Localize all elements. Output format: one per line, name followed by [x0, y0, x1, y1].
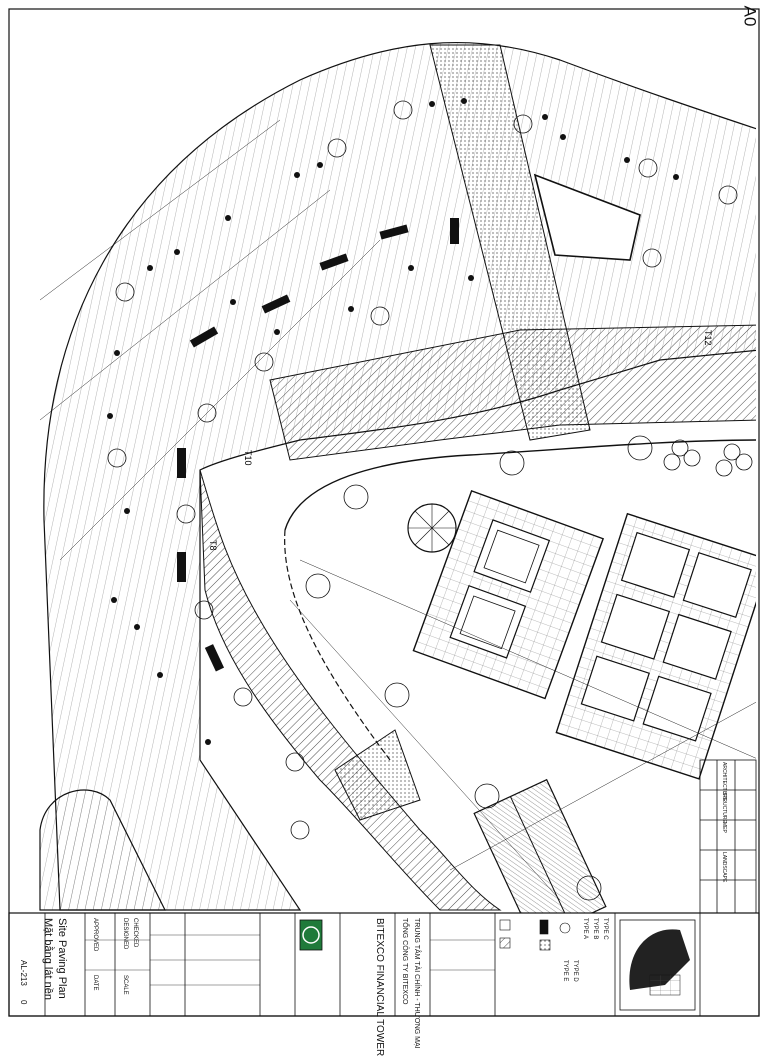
tb-label: SCALE: [122, 975, 128, 995]
client-name-vi: TỔNG CÔNG TY BITEXCO: [401, 918, 408, 1005]
revision-row: LANDSCAPE: [721, 852, 727, 883]
bollard-points: [107, 98, 679, 745]
bench-symbols: [177, 218, 459, 672]
site-paving-plan-sheet: T12 T8 T10: [8, 5, 760, 1056]
legend-item: TYPE A: [582, 918, 588, 940]
title-block: [8, 912, 760, 1017]
dotted-crossing: [334, 729, 421, 821]
tree-symbols: [107, 100, 738, 901]
spiral-stair: [407, 503, 457, 553]
plan-label-t12: T12: [703, 330, 713, 346]
revision-row: STRUCTURE: [721, 792, 727, 823]
legend-item: TYPE D: [572, 960, 578, 982]
pavilion: [533, 173, 641, 261]
plan-label-t10: T10: [243, 450, 253, 466]
tb-label: CHECKED: [132, 918, 138, 948]
site-paving-plan-drawing: T12 T8 T10: [8, 8, 760, 1017]
key-plan: [619, 919, 696, 1011]
legend-item: TYPE C: [602, 918, 608, 940]
legend-swatches: [499, 919, 571, 951]
drawing-number: AL-213: [19, 960, 28, 986]
project-name-vi: TRUNG TÂM TÀI CHÍNH - THƯƠNG MẠI: [413, 918, 420, 1049]
revision-row: MEP: [721, 822, 727, 833]
tb-label: DATE: [92, 975, 98, 991]
building-a: [412, 489, 605, 700]
bottom-staircase: [473, 778, 607, 913]
curved-hatched-path: [199, 469, 502, 911]
dotted-pedestrian-strip: [429, 44, 591, 441]
client-logo: [299, 919, 323, 951]
building-b: [555, 512, 756, 780]
legend-item: TYPE E: [562, 960, 568, 982]
revision-number: 0: [19, 1000, 28, 1005]
plan-label-t8: T8: [208, 540, 218, 551]
tb-label: APPROVED: [92, 918, 98, 952]
sheet-size-code: A0: [740, 5, 760, 27]
tb-label: DESIGNED: [122, 918, 128, 950]
construction-lines: [39, 119, 756, 901]
drawing-title-en: Site Paving Plan: [56, 918, 68, 999]
flower-planters: [663, 439, 753, 477]
triangular-planter: [39, 789, 166, 911]
revision-table: [699, 759, 757, 914]
project-name: BITEXCO FINANCIAL TOWER: [374, 918, 385, 1056]
legend-item: TYPE B: [592, 918, 598, 940]
drawing-title-vi: Mặt bằng lát nền: [42, 918, 54, 1000]
